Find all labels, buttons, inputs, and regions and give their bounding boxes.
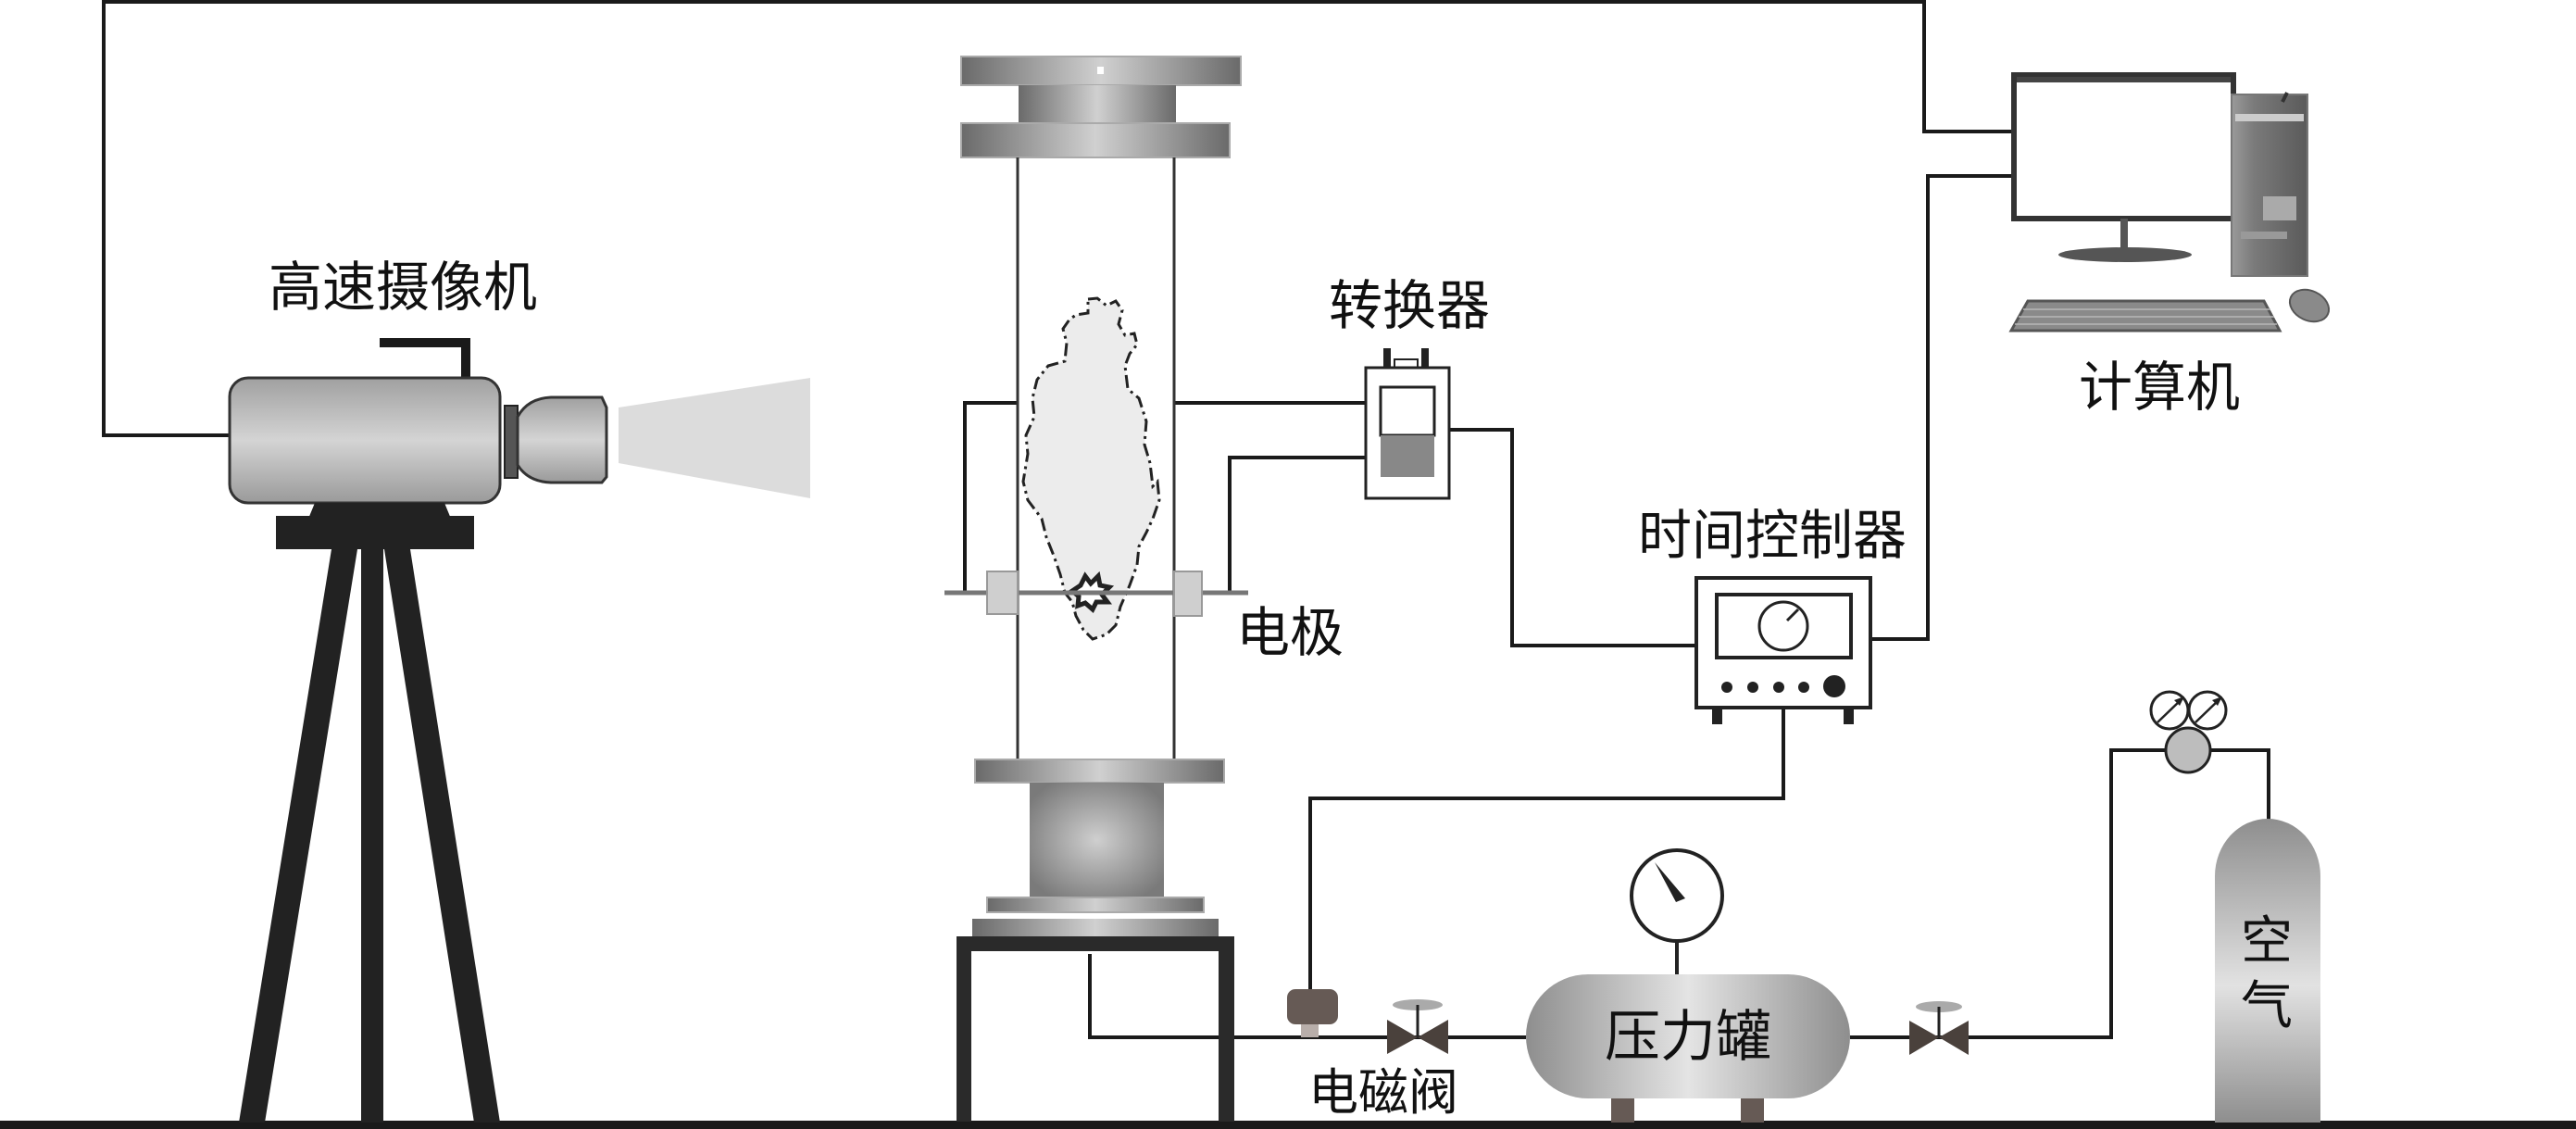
pressure-tank: 压力罐 [1526,848,1850,1123]
valve-body [1387,1020,1418,1054]
pc-tower [2231,94,2308,277]
pipe-tank-cylinder [1850,748,2167,1039]
camera-lens [516,395,608,484]
computer-label: 计算机 [2079,356,2240,419]
converter-label: 转换器 [1329,274,1490,337]
support-table [957,936,1234,1122]
dial-icon [1757,600,1809,652]
electrode-block-left [986,571,1019,615]
camera-handle-post [461,338,470,380]
solenoid-valve: 电磁阀 [1287,989,1458,1122]
combustion-tube: 电极 [944,56,1344,1122]
controller-button-2 [1747,682,1758,693]
regulator-body [2164,726,2212,774]
wire-controller-solenoid [1308,709,1785,989]
wire-computer-controller [1870,174,2014,641]
bottom-flange-lower [986,897,1205,913]
cylinder-body [2215,819,2320,1123]
time-controller-label: 时间控制器 [1638,504,1907,567]
electrode-block-right [1173,571,1203,617]
wire-camera-computer [102,0,2014,437]
air-cylinder: 空 气 [2215,819,2320,1123]
pipe-regulator-cylinder [2208,748,2270,820]
pipe-tube-tank [1088,954,1526,1039]
converter-level [1381,435,1434,477]
camera-lens-ring [504,405,519,479]
flame-front [1021,296,1161,641]
air-cylinder-label-1: 空 [2241,911,2293,972]
tripod-leg-right [384,549,500,1123]
controller-button-3 [1773,682,1784,693]
time-controller: 时间控制器 [1638,504,1907,724]
converter: 转换器 [1329,274,1490,500]
camera-handle [380,338,470,347]
wire-electrode-left [963,401,1018,593]
solenoid-actuator [1287,989,1338,1024]
air-cylinder-label-2: 气 [2241,976,2293,1036]
tripod-head [308,503,451,519]
monitor-stand [2058,247,2192,262]
electrode-label: 电极 [1236,601,1344,664]
controller-button-4 [1798,682,1809,693]
tripod-plate [276,516,474,549]
controller-button-1 [1721,682,1732,693]
ground-line [0,1121,2576,1129]
cylinder-valve [1909,1001,1969,1055]
tripod-leg-left [239,549,357,1123]
computer: 计算机 [2008,72,2331,419]
bottom-flange-upper [974,759,1225,784]
solenoid-valve-label: 电磁阀 [1308,1063,1458,1122]
high-speed-camera: 高速摄像机 [228,256,810,1123]
bottom-base-plate [972,919,1219,936]
wiring [102,0,2270,1039]
gas-regulator [2149,690,2228,774]
pressure-tank-label: 压力罐 [1605,1005,1771,1070]
keyboard [2008,299,2282,332]
wire-converter-controller [1449,428,1696,647]
top-flange-marker [1097,67,1104,74]
camera-light-beam [619,378,810,498]
controller-knob [1823,675,1845,697]
mouse [2288,288,2331,323]
camera-label: 高速摄像机 [269,256,537,319]
wire-converter-electrode-b [1228,456,1366,593]
monitor [2011,72,2236,221]
camera-body [228,376,502,505]
tank-body [1526,974,1850,1098]
top-flange-lower [960,122,1231,158]
tripod-leg-center [361,549,383,1123]
gauge-needle [1655,862,1685,902]
top-flange-neck [1019,85,1176,123]
converter-screen [1379,385,1436,437]
bottom-flange-body [1030,783,1164,897]
